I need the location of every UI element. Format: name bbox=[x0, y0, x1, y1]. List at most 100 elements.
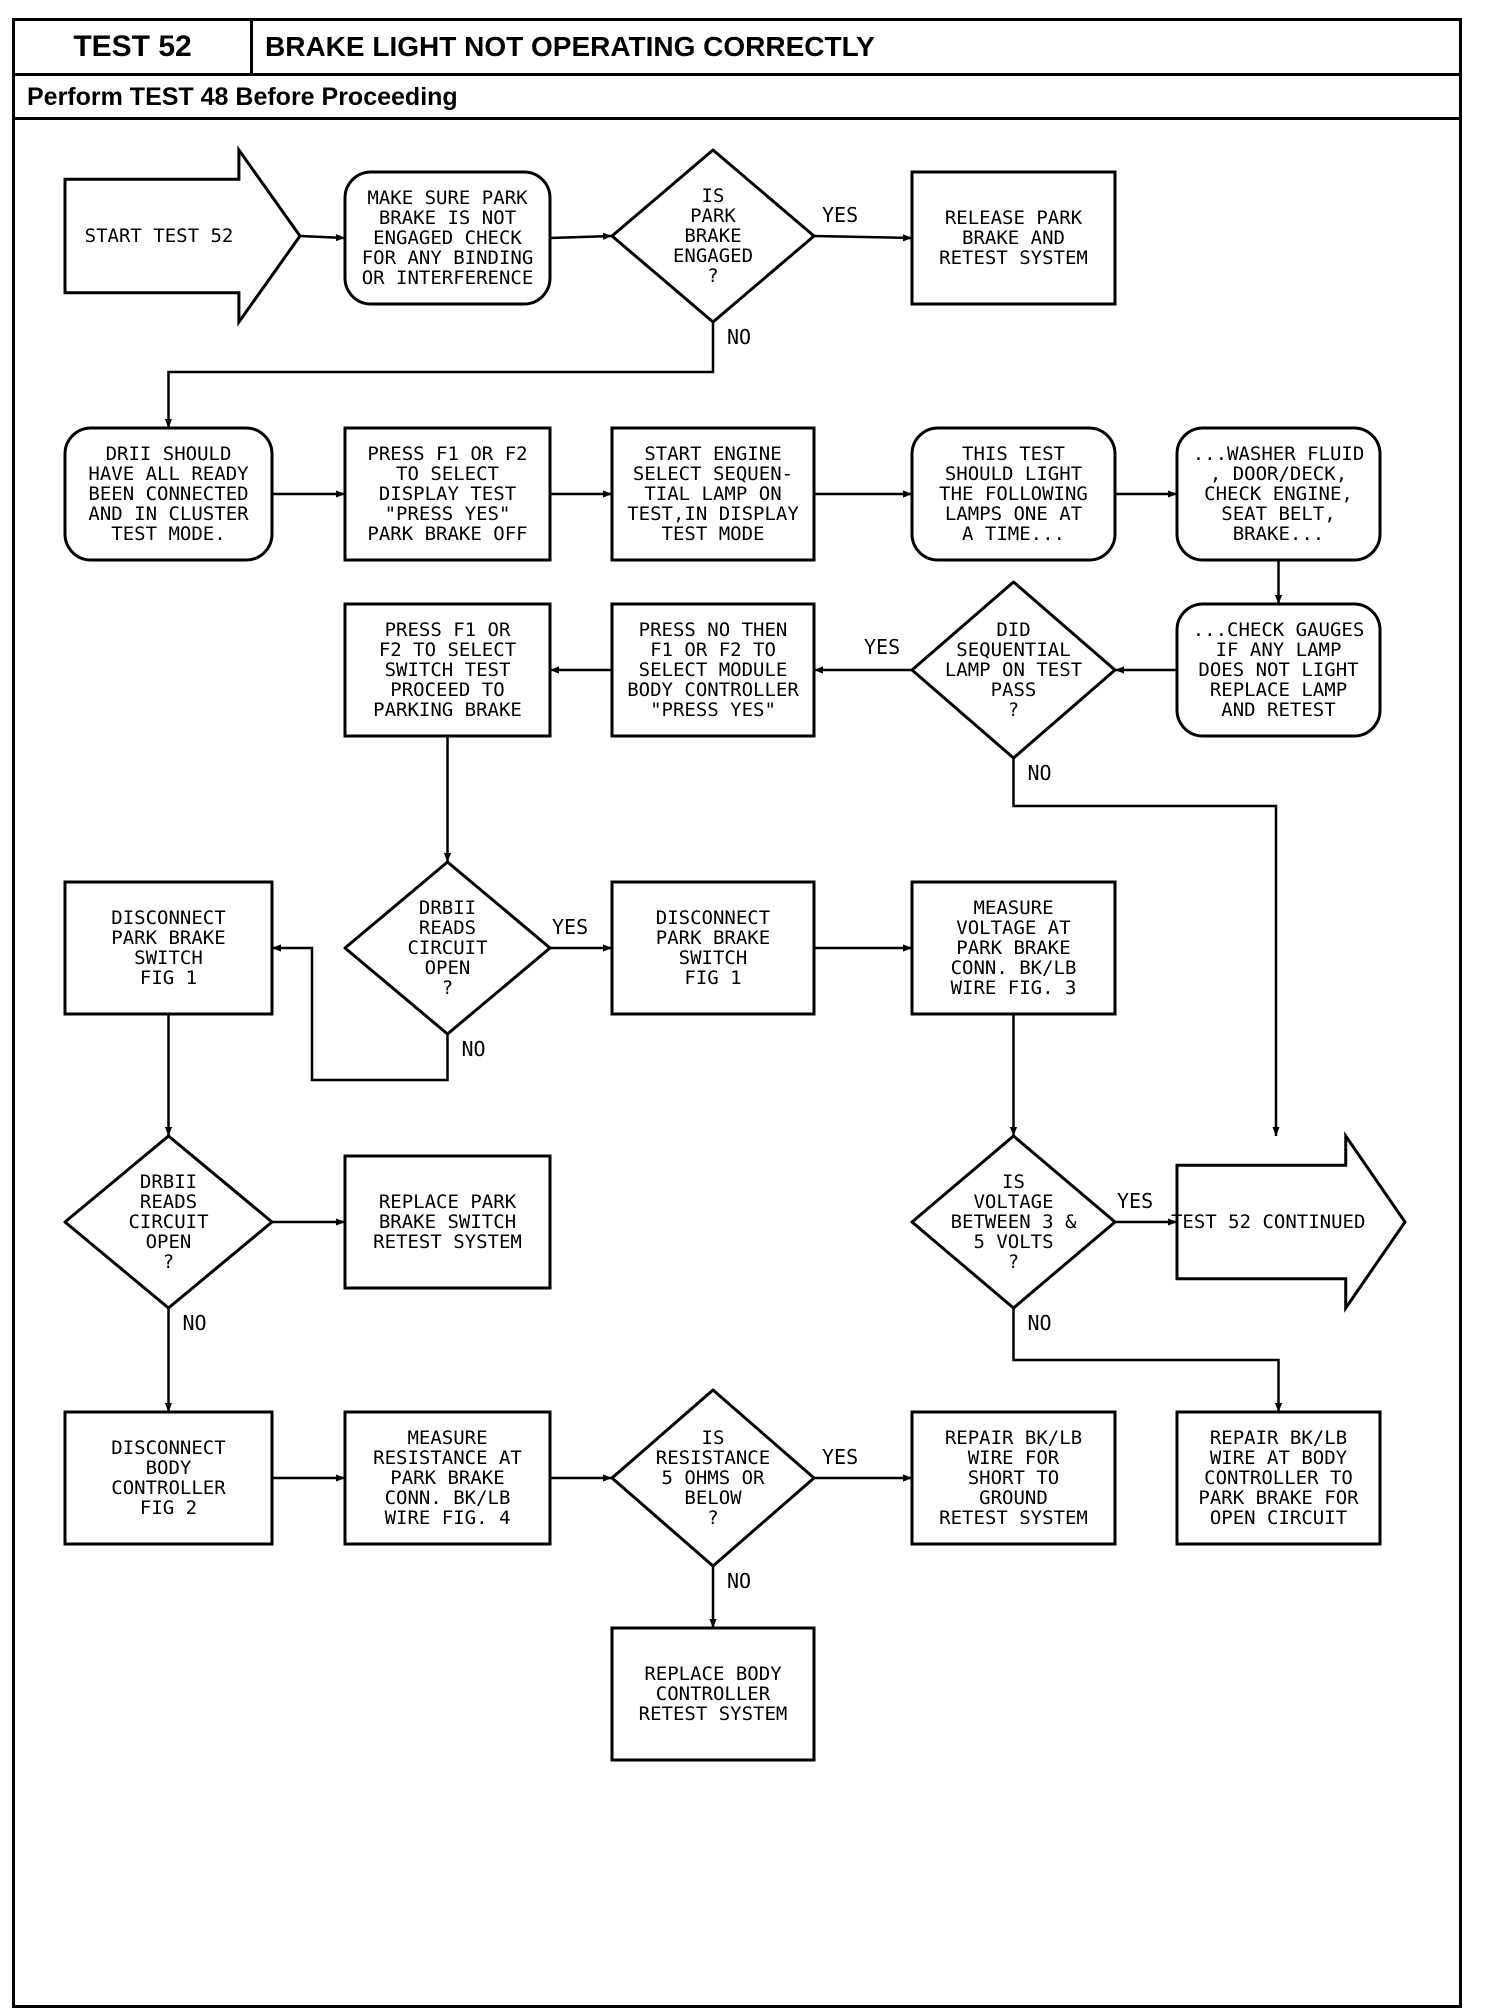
flow-node-text: BELOW bbox=[684, 1487, 742, 1509]
flow-node-text: TEST MODE bbox=[662, 523, 765, 545]
flow-node-text: LAMP ON TEST bbox=[945, 659, 1082, 681]
flow-node-text: DISCONNECT bbox=[111, 1437, 225, 1459]
flow-node-text: MEASURE bbox=[973, 897, 1053, 919]
flow-node-text: RESISTANCE bbox=[656, 1447, 770, 1469]
flow-connector bbox=[1012, 1308, 1283, 1412]
flow-node-text: BETWEEN 3 & bbox=[951, 1211, 1077, 1233]
flow-node-text: DISCONNECT bbox=[111, 907, 225, 929]
flow-node-text: SWITCH bbox=[134, 947, 203, 969]
flow-node-text: READS bbox=[140, 1191, 197, 1213]
yes-label: YES bbox=[822, 203, 858, 227]
flow-node-text: 5 OHMS OR bbox=[662, 1467, 766, 1489]
flow-node-text: PRESS NO THEN bbox=[639, 619, 788, 641]
flow-node-text: RETEST SYSTEM bbox=[639, 1703, 788, 1725]
subheader-rule bbox=[15, 117, 1459, 120]
no-label: NO bbox=[727, 1569, 751, 1593]
flow-node-text: OPEN bbox=[146, 1231, 192, 1253]
flow-node-text: PARKING BRAKE bbox=[373, 699, 522, 721]
flow-node-text: ENGAGED bbox=[673, 245, 753, 267]
flow-node-text: CONTROLLER bbox=[656, 1683, 771, 1705]
flow-node-text: BEEN CONNECTED bbox=[88, 483, 248, 505]
flow-node-text: HAVE ALL READY bbox=[88, 463, 249, 485]
flow-node-text: START TEST 52 bbox=[85, 225, 234, 247]
no-label: NO bbox=[1028, 761, 1052, 785]
flow-node-start: START TEST 52 bbox=[63, 145, 302, 327]
no-label: NO bbox=[727, 325, 751, 349]
flow-node-text: BODY bbox=[146, 1457, 192, 1479]
flow-node-text: OPEN bbox=[425, 957, 471, 979]
flow-node-text: TO SELECT bbox=[396, 463, 499, 485]
flow-node-text: VOLTAGE AT bbox=[956, 917, 1070, 939]
flow-node-text: THE FOLLOWING bbox=[939, 483, 1088, 505]
flow-node-text: CONN. BK/LB bbox=[385, 1487, 511, 1509]
flow-node-continued: TEST 52 CONTINUED bbox=[1171, 1131, 1407, 1313]
yes-label: YES bbox=[864, 635, 900, 659]
flow-node-text: SHORT TO bbox=[968, 1467, 1060, 1489]
flow-node-text: RETEST SYSTEM bbox=[373, 1231, 522, 1253]
flow-node-text: READS bbox=[419, 917, 476, 939]
flow-node-text: SWITCH TEST bbox=[385, 659, 511, 681]
flow-node-text: REPLACE LAMP bbox=[1210, 679, 1347, 701]
flow-node-text: ? bbox=[707, 1507, 718, 1529]
flow-node-text: F2 TO SELECT bbox=[379, 639, 516, 661]
flow-node-text: FIG 1 bbox=[140, 967, 197, 989]
flow-node-text: F1 OR F2 TO bbox=[650, 639, 776, 661]
flow-node-text: PARK bbox=[690, 205, 736, 227]
flow-node-text: PARK BRAKE bbox=[111, 927, 225, 949]
flow-node-text: CIRCUIT bbox=[407, 937, 487, 959]
flow-node-text: BRAKE AND bbox=[962, 227, 1065, 249]
flow-connector bbox=[1012, 758, 1280, 1136]
flow-node-text: RETEST SYSTEM bbox=[939, 247, 1088, 269]
flow-node-text: REPAIR BK/LB bbox=[1210, 1427, 1347, 1449]
flow-node-text: RETEST SYSTEM bbox=[939, 1507, 1088, 1529]
test-title: BRAKE LIGHT NOT OPERATING CORRECTLY bbox=[265, 31, 875, 62]
flow-node-text: DRBII bbox=[419, 897, 476, 919]
flow-node-text: PARK BRAKE FOR bbox=[1198, 1487, 1359, 1509]
flow-node-text: WIRE FIG. 4 bbox=[385, 1507, 511, 1529]
flow-connector bbox=[813, 234, 913, 242]
flow-node-text: BRAKE IS NOT bbox=[379, 207, 516, 229]
flow-node-text: AND IN CLUSTER bbox=[88, 503, 249, 525]
flow-node-text: "PRESS YES" bbox=[385, 503, 511, 525]
flow-node-text: FIG 1 bbox=[684, 967, 741, 989]
no-label: NO bbox=[462, 1037, 486, 1061]
flow-node-text: VOLTAGE bbox=[973, 1191, 1053, 1213]
header-divider bbox=[250, 21, 253, 73]
flow-node-text: SEAT BELT, bbox=[1221, 503, 1335, 525]
flow-node-text: PARK BRAKE bbox=[656, 927, 770, 949]
flow-node-text: 5 VOLTS bbox=[973, 1231, 1053, 1253]
flow-node-text: BRAKE... bbox=[1233, 523, 1325, 545]
flow-node-text: IF ANY LAMP bbox=[1216, 639, 1342, 661]
flow-node-text: ...CHECK GAUGES bbox=[1193, 619, 1365, 641]
flow-node-text: PARK BRAKE bbox=[390, 1467, 504, 1489]
flow-node-text: IS bbox=[1002, 1171, 1025, 1193]
flow-connector bbox=[164, 322, 715, 428]
flow-node-washer-fluid: ...WASHER FLUID, DOOR/DECK,CHECK ENGINE,… bbox=[1175, 426, 1382, 562]
flow-node-text: ...WASHER FLUID bbox=[1193, 443, 1365, 465]
flow-node-text: PASS bbox=[991, 679, 1037, 701]
flow-node-text: LAMPS ONE AT bbox=[945, 503, 1082, 525]
flow-node-text: PRESS F1 OR F2 bbox=[367, 443, 527, 465]
flow-node-text: DRBII bbox=[140, 1171, 197, 1193]
flow-node-text: WIRE FOR bbox=[968, 1447, 1060, 1469]
flow-node-text: TEST,IN DISPLAY bbox=[627, 503, 799, 525]
flow-node-text: CIRCUIT bbox=[128, 1211, 208, 1233]
flow-node-text: BODY CONTROLLER bbox=[627, 679, 799, 701]
flow-node-text: PARK BRAKE OFF bbox=[367, 523, 527, 545]
flow-node-text: MEASURE bbox=[407, 1427, 487, 1449]
yes-label: YES bbox=[552, 915, 588, 939]
flow-node-text: RELEASE PARK bbox=[945, 207, 1083, 229]
flow-node-text: START ENGINE bbox=[644, 443, 781, 465]
flow-node-text: MAKE SURE PARK bbox=[367, 187, 528, 209]
